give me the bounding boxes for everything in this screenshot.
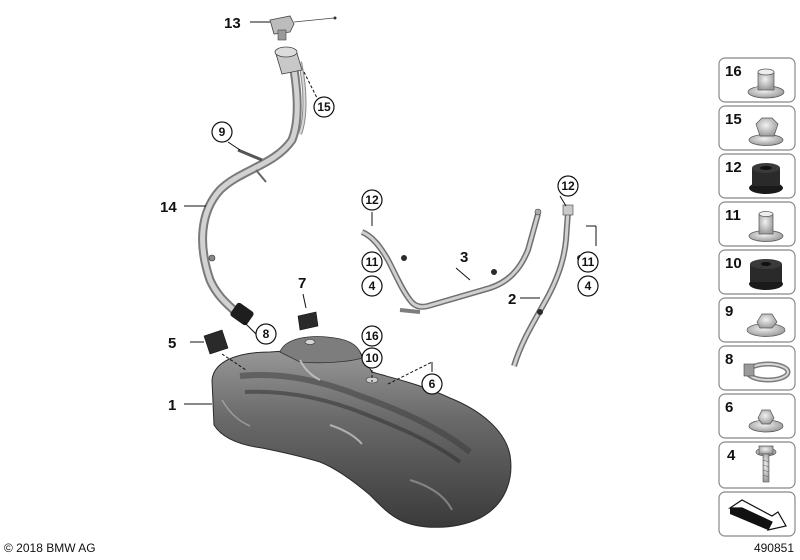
rubber-bush-icon [749,259,783,290]
callout-6: 6 [429,377,436,391]
panel-label-11: 11 [725,207,741,224]
hose-clamp-icon [743,361,791,383]
filler-pipe [198,46,307,326]
callout-14: 14 [160,199,177,216]
rubber-pad-7 [297,311,319,331]
panel-label-6: 6 [725,399,733,416]
panel-item-4 [718,441,796,489]
tension-strap-3 [360,208,542,314]
callout-7: 7 [298,275,306,292]
callout-12-left: 12 [365,193,379,207]
callout-12-right: 12 [561,179,575,193]
parts-panel: 16 15 12 11 10 [718,57,796,537]
callout-9: 9 [219,125,226,139]
callout-4-right: 4 [585,279,592,293]
circled-callouts: 15 9 12 11 4 12 11 4 8 16 10 6 [211,96,599,395]
callout-2: 2 [508,291,516,308]
collar-nut-icon [748,211,784,242]
copyright-notice: © 2018 BMW AG [4,541,96,555]
callout-5: 5 [168,335,176,352]
filler-cap [269,15,337,41]
panel-label-12: 12 [725,159,742,176]
hex-bolt-icon [755,445,777,483]
callout-11-right: 11 [582,255,595,269]
panel-label-8: 8 [725,351,733,368]
rubber-pad-5 [203,329,229,355]
callout-8: 8 [263,327,270,341]
callout-16: 16 [365,329,379,343]
spring-nut-icon [748,409,784,433]
callout-4-left: 4 [369,279,376,293]
panel-label-15: 15 [725,111,742,128]
callout-11-left: 11 [366,255,379,269]
flange-nut-icon [747,68,785,99]
callout-13: 13 [224,15,241,32]
fuel-tank [211,336,512,528]
panel-label-4: 4 [727,447,736,464]
rubber-grommet-icon [749,163,783,194]
hex-nut-icon [748,117,784,146]
callout-1: 1 [168,397,176,414]
diagram-number: 490851 [753,541,794,555]
tension-strap-2 [511,204,583,367]
panel-label-16: 16 [725,63,742,80]
direction-arrow-icon [728,499,787,531]
washer-nut-icon [746,313,786,337]
callout-15: 15 [317,100,331,114]
callout-3: 3 [460,249,468,266]
callout-10: 10 [365,351,379,365]
leader-lines [184,21,597,405]
panel-label-10: 10 [725,255,742,272]
panel-label-9: 9 [725,303,733,320]
